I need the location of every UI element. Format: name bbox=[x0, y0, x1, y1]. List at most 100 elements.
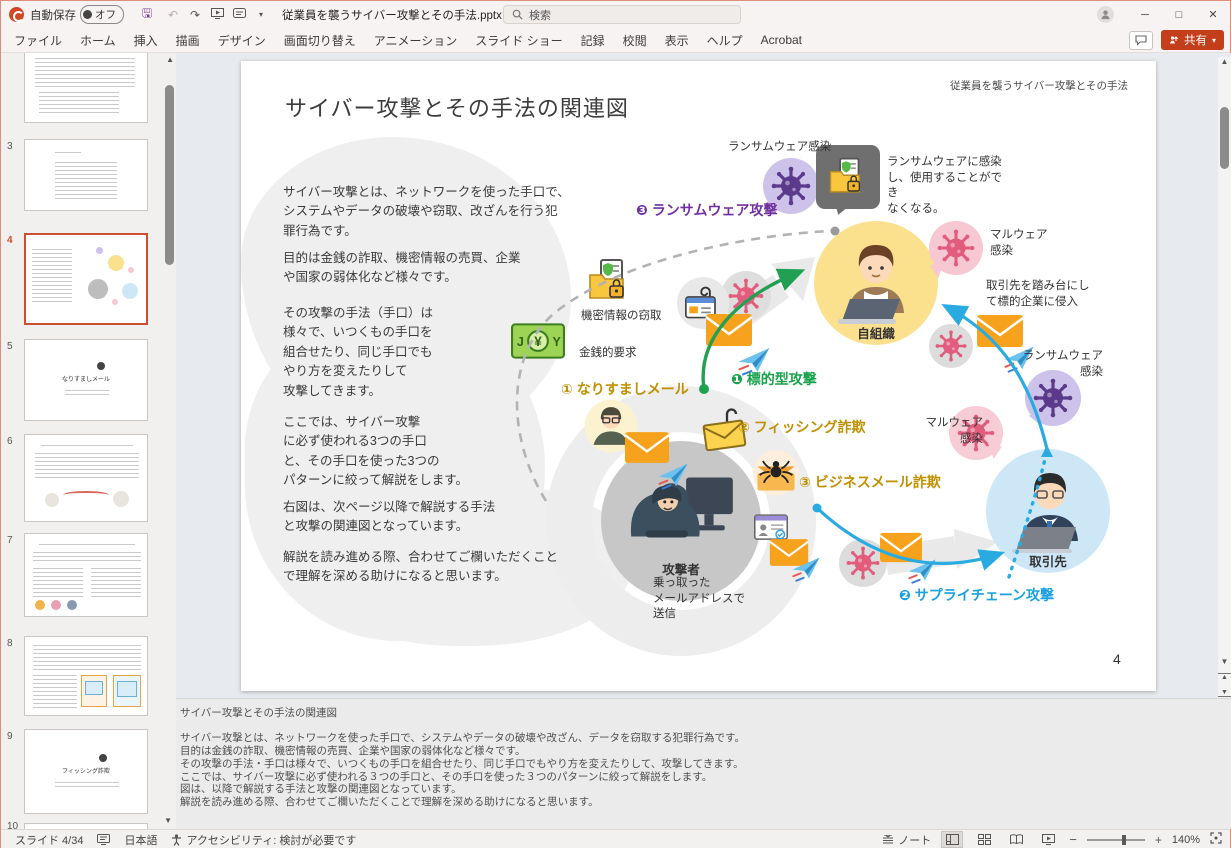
normal-view-button[interactable] bbox=[941, 831, 964, 848]
thumbnail-slide-10[interactable] bbox=[24, 823, 148, 829]
body-paragraph-5[interactable]: 右図は、次ページ以降で解説する手法 と攻撃の関連図となっています。 bbox=[283, 500, 496, 534]
notes-pane[interactable]: サイバー攻撃とその手法の関連図 サイバー攻撃とは、ネットワークを使った手口で、シ… bbox=[176, 698, 1231, 829]
notes-toggle-button[interactable]: ノート bbox=[882, 832, 931, 848]
share-button[interactable]: 共有 ▾ bbox=[1160, 30, 1224, 50]
slide-title[interactable]: サイバー攻撃とその手法の関連図 bbox=[285, 96, 629, 121]
thumbnail-slide-5[interactable]: なりすましメール bbox=[24, 339, 148, 421]
touch-mode-icon[interactable] bbox=[228, 7, 250, 22]
ransom-infect-right-label[interactable]: ランサムウェア 感染 bbox=[1022, 350, 1103, 378]
accessibility-status[interactable]: アクセシビリティ: 検討が必要です bbox=[171, 832, 356, 848]
thumbnail-slide-8[interactable] bbox=[24, 636, 148, 716]
slide-canvas[interactable]: 従業員を襲うサイバー攻撃とその手法 サイバー攻撃とその手法の関連図 サイバー攻撃… bbox=[241, 61, 1156, 691]
undo-icon[interactable]: ↶ bbox=[167, 7, 179, 22]
save-icon[interactable]: 🖫 bbox=[141, 6, 153, 20]
fit-to-window-icon[interactable] bbox=[1210, 832, 1222, 847]
toggle-knob bbox=[83, 10, 92, 19]
body-paragraph-6[interactable]: 解説を読み進める際、合わせてご欄いただくこと で理解を深める助けになると思います… bbox=[283, 550, 559, 584]
maximize-button[interactable]: □ bbox=[1175, 8, 1183, 21]
body-paragraph-3[interactable]: その攻撃の手法（手口）は 様々で、いつくもの手口を 組合せたり、同じ手口でも や… bbox=[283, 306, 434, 398]
slide-sorter-view-button[interactable] bbox=[973, 831, 995, 848]
minimize-button[interactable]: ─ bbox=[1141, 8, 1149, 21]
tab-review[interactable]: 校閲 bbox=[622, 33, 647, 48]
powerpoint-icon[interactable] bbox=[9, 7, 24, 22]
slide-header-text[interactable]: 従業員を襲うサイバー攻撃とその手法 bbox=[950, 80, 1128, 92]
tab-design[interactable]: デザイン bbox=[217, 33, 266, 48]
zoom-slider[interactable] bbox=[1086, 834, 1145, 845]
redo-icon[interactable]: ↷ bbox=[189, 7, 201, 22]
previous-slide-icon[interactable]: ▲ bbox=[1218, 673, 1231, 681]
reading-view-button[interactable] bbox=[1005, 831, 1027, 848]
account-avatar[interactable] bbox=[1097, 6, 1114, 23]
comments-button[interactable] bbox=[1128, 30, 1153, 50]
display-settings-icon[interactable] bbox=[97, 834, 111, 845]
attack3-ransomware-label[interactable]: ❸ ランサムウェア攻撃 bbox=[636, 202, 778, 218]
malware-infect-mid-label[interactable]: マルウェア 感染 bbox=[925, 417, 984, 445]
slideshow-view-button[interactable] bbox=[1037, 831, 1059, 848]
search-placeholder: 検索 bbox=[529, 9, 551, 22]
accessibility-icon bbox=[172, 833, 182, 846]
tab-record[interactable]: 記録 bbox=[580, 33, 605, 48]
zoom-in-button[interactable]: + bbox=[1154, 832, 1162, 847]
close-button[interactable]: ✕ bbox=[1208, 9, 1218, 21]
attack2-supplychain-label[interactable]: ❷ サプライチェーン攻撃 bbox=[899, 587, 1055, 603]
thumbnail-slide-9[interactable]: フィッシング詐欺 bbox=[24, 729, 148, 814]
scroll-down-icon[interactable]: ▼ bbox=[1220, 657, 1229, 666]
tab-slideshow[interactable]: スライド ショー bbox=[475, 33, 563, 48]
confidential-theft-label[interactable]: 機密情報の窃取 bbox=[581, 310, 662, 322]
thumbnail-slide-7[interactable] bbox=[24, 533, 148, 617]
tab-view[interactable]: 表示 bbox=[664, 33, 689, 48]
money-icon bbox=[511, 323, 565, 359]
body-paragraph-4[interactable]: ここでは、サイバー攻撃 に必ず使われる3つの手口 と、その手口を使った3つの パ… bbox=[283, 415, 469, 488]
phishing2-label[interactable]: ② フィッシング詐欺 bbox=[738, 419, 866, 435]
mail1-impersonation-label[interactable]: ① なりすましメール bbox=[561, 381, 689, 397]
zoom-out-button[interactable]: − bbox=[1069, 832, 1077, 847]
thumbnail-number-6: 6 bbox=[7, 436, 13, 447]
tab-animations[interactable]: アニメーション bbox=[373, 33, 458, 48]
thumbnail-slide-2[interactable] bbox=[24, 53, 148, 123]
quick-access-dropdown-icon[interactable]: ▾ bbox=[258, 10, 263, 19]
own-org-label: 自組織 bbox=[857, 327, 895, 341]
mini-own-org-circle bbox=[108, 255, 124, 271]
language-indicator[interactable]: 日本語 bbox=[124, 834, 158, 847]
tab-acrobat[interactable]: Acrobat bbox=[760, 33, 803, 47]
body-paragraph-1[interactable]: サイバー攻撃とは、ネットワークを使った手口で、 システムやデータの破壊や窃取、改… bbox=[283, 185, 570, 238]
tab-help[interactable]: ヘルプ bbox=[706, 33, 743, 48]
tab-draw[interactable]: 描画 bbox=[175, 33, 200, 48]
search-icon bbox=[512, 9, 523, 20]
body-paragraph-2[interactable]: 目的は金銭の詐取、機密情報の売買、企業 や国家の弱体化など様々です。 bbox=[283, 251, 521, 285]
thumbnail-number-4: 4 bbox=[7, 235, 13, 246]
tab-transitions[interactable]: 画面切り替え bbox=[283, 33, 356, 48]
zoom-level[interactable]: 140% bbox=[1171, 833, 1200, 846]
slideshow-icon[interactable] bbox=[206, 7, 228, 22]
tab-file[interactable]: ファイル bbox=[14, 33, 63, 48]
editor-scrollbar[interactable]: ▲ ▼ ▲ ▼ bbox=[1218, 57, 1231, 709]
tab-home[interactable]: ホーム bbox=[80, 33, 116, 48]
money-demand-label[interactable]: 金銭的要求 bbox=[579, 347, 637, 359]
search-input[interactable]: 検索 bbox=[503, 5, 741, 24]
own-org-circle[interactable] bbox=[814, 221, 938, 345]
attack1-targeted-label[interactable]: ❶ 標的型攻撃 bbox=[731, 371, 817, 387]
scroll-up-icon[interactable]: ▲ bbox=[1220, 57, 1229, 66]
thumbnail-scroll-up-icon[interactable]: ▲ bbox=[166, 55, 174, 64]
malware-infect-right-label[interactable]: マルウェア 感染 bbox=[990, 229, 1048, 257]
partner-circle[interactable] bbox=[986, 449, 1110, 573]
stepping-stone-label[interactable]: 取引先を踏み台にし て標的企業に侵入 bbox=[986, 280, 1090, 308]
ransom-infect-top-label[interactable]: ランサムウェア感染 bbox=[728, 141, 832, 153]
zoom-slider-thumb[interactable] bbox=[1121, 834, 1126, 845]
thumbnail-scrollbar[interactable] bbox=[165, 85, 174, 265]
bec3-label[interactable]: ③ ビジネスメール詐欺 bbox=[799, 474, 941, 490]
virus-icon bbox=[728, 278, 764, 314]
thumbnail-slide-3[interactable] bbox=[24, 139, 148, 211]
editor-scrollbar-thumb[interactable] bbox=[1220, 107, 1229, 169]
thumbnail-scroll-down-icon[interactable]: ▼ bbox=[164, 816, 172, 825]
slide-indicator[interactable]: スライド 4/34 bbox=[15, 834, 84, 847]
tab-insert[interactable]: 挿入 bbox=[133, 33, 158, 48]
next-slide-icon[interactable]: ▼ bbox=[1218, 689, 1231, 697]
thumbnail-slide-4-selected[interactable] bbox=[24, 233, 148, 325]
thumbnail-slide-6[interactable] bbox=[24, 434, 148, 522]
ransom-callout-text[interactable]: ランサムウェアに感染 し、使用することができ なくなる。 bbox=[887, 156, 1002, 215]
hijacked-address-label[interactable]: 乗っ取った メールアドレスで 送信 bbox=[653, 577, 745, 621]
autosave-toggle[interactable]: オフ bbox=[80, 5, 124, 24]
comment-icon bbox=[1135, 34, 1147, 46]
